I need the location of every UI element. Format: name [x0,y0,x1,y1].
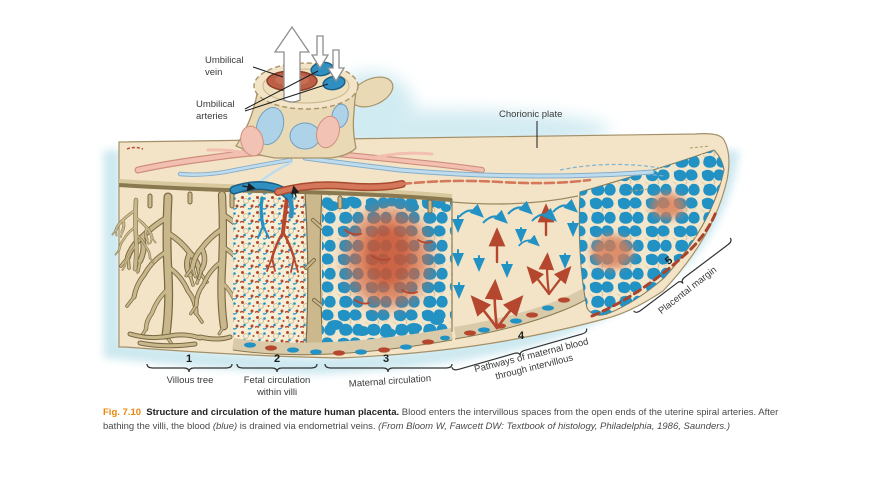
maternal-circulation-section [322,195,453,351]
section-number-2: 2 [273,353,281,365]
umbilical-vein-label: Umbilical vein [205,55,244,78]
caption-source: (From Bloom W, Fawcett DW: Textbook of h… [378,421,730,433]
blood-flow-arrows [273,25,346,103]
artery-inflow-arrow-icon [326,49,346,83]
caption-body-italic: (blue) [212,421,238,433]
section-label-fetal-circulation: Fetal circulation within villi [243,375,311,398]
maternal-flow-arrows [452,203,579,328]
leader-lines [244,66,538,148]
umbilical-arteries-label: Umbilical arteries [196,99,235,122]
villous-tree-section [113,195,266,349]
figure-caption: Fig. 7.10 Structure and circulation of t… [103,406,783,435]
fetal-artery-tree [266,196,299,273]
section-number-3: 3 [382,353,390,365]
chorionic-plate-label: Chorionic plate [499,109,563,120]
fetal-circulation-section [233,191,325,346]
placenta-illustration [103,25,740,375]
cord-insertion-vessels [229,178,592,219]
intervillous-pathways-section [451,195,596,340]
section-label-villous-tree: Villous tree [166,375,214,387]
caption-title: Structure and circulation of the mature … [146,407,400,418]
artery-inflow-arrow-icon [310,35,330,70]
caption-body-2: is drained via endometrial veins. [237,421,379,433]
caption-body: Blood enters the intervillous spaces fro… [103,407,779,433]
section-braces [146,237,732,373]
basal-plate [232,328,454,356]
fetal-vein-tree [257,196,270,239]
section-number-1: 1 [185,353,193,365]
umbilical-cord [235,25,394,159]
section-number-4: 4 [517,330,525,342]
placental-margin-section [578,149,725,318]
figure-number: Fig. 7.10 [103,407,142,418]
vein-outflow-arrow-icon [273,25,311,103]
cord-vessel-coils [240,103,349,157]
